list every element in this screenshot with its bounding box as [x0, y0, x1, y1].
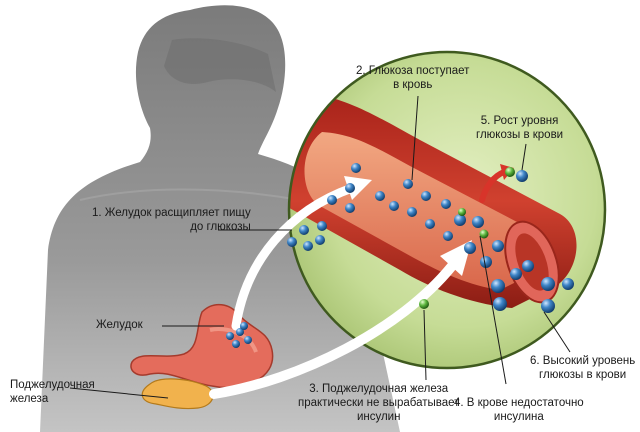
step4-line2: инсулина — [493, 411, 544, 423]
label-stomach: Желудок — [96, 319, 143, 331]
step2-line2: в кровь — [393, 79, 433, 91]
glucose-molecules — [226, 163, 574, 348]
pancreas-line1: Поджелудочная — [10, 379, 95, 391]
label-step-4: 4. В крове недостаточно инсулина — [454, 396, 584, 424]
step2-line1: 2. Глюкоза поступает — [356, 65, 470, 77]
label-pancreas: Поджелудочная железа — [10, 378, 95, 406]
step3-line2: практически не вырабатывает — [298, 397, 460, 409]
step3-line3: инсулин — [356, 411, 401, 423]
step5-line2: глюкозы в крови — [476, 129, 564, 141]
label-step-5: 5. Рост уровня глюкозы в крови — [476, 114, 563, 142]
label-step-2: 2. Глюкоза поступает в кровь — [356, 64, 469, 92]
label-step-3: 3. Поджелудочная железа практически не в… — [298, 382, 459, 424]
step1-line2: до глюкозы — [190, 221, 251, 233]
step6-line2: глюкозы в крови — [539, 369, 627, 381]
leader-lines — [69, 95, 571, 399]
pancreas-organ — [141, 378, 214, 410]
insulin-molecules — [419, 167, 515, 309]
step4-line1: 4. В крове недостаточно — [454, 397, 584, 409]
step5-line1: 5. Рост уровня — [480, 115, 559, 127]
human-silhouette — [40, 5, 400, 432]
label-step-6: 6. Высокий уровень глюкозы в крови — [530, 354, 635, 382]
step6-line1: 6. Высокий уровень — [530, 355, 636, 367]
label-step-1: 1. Желудок расщипляет пищу до глюкозы — [92, 206, 251, 234]
step3-line1: 3. Поджелудочная железа — [309, 383, 449, 395]
pancreas-line2: железа — [10, 393, 49, 405]
step1-line1: 1. Желудок расщипляет пищу — [92, 207, 251, 219]
